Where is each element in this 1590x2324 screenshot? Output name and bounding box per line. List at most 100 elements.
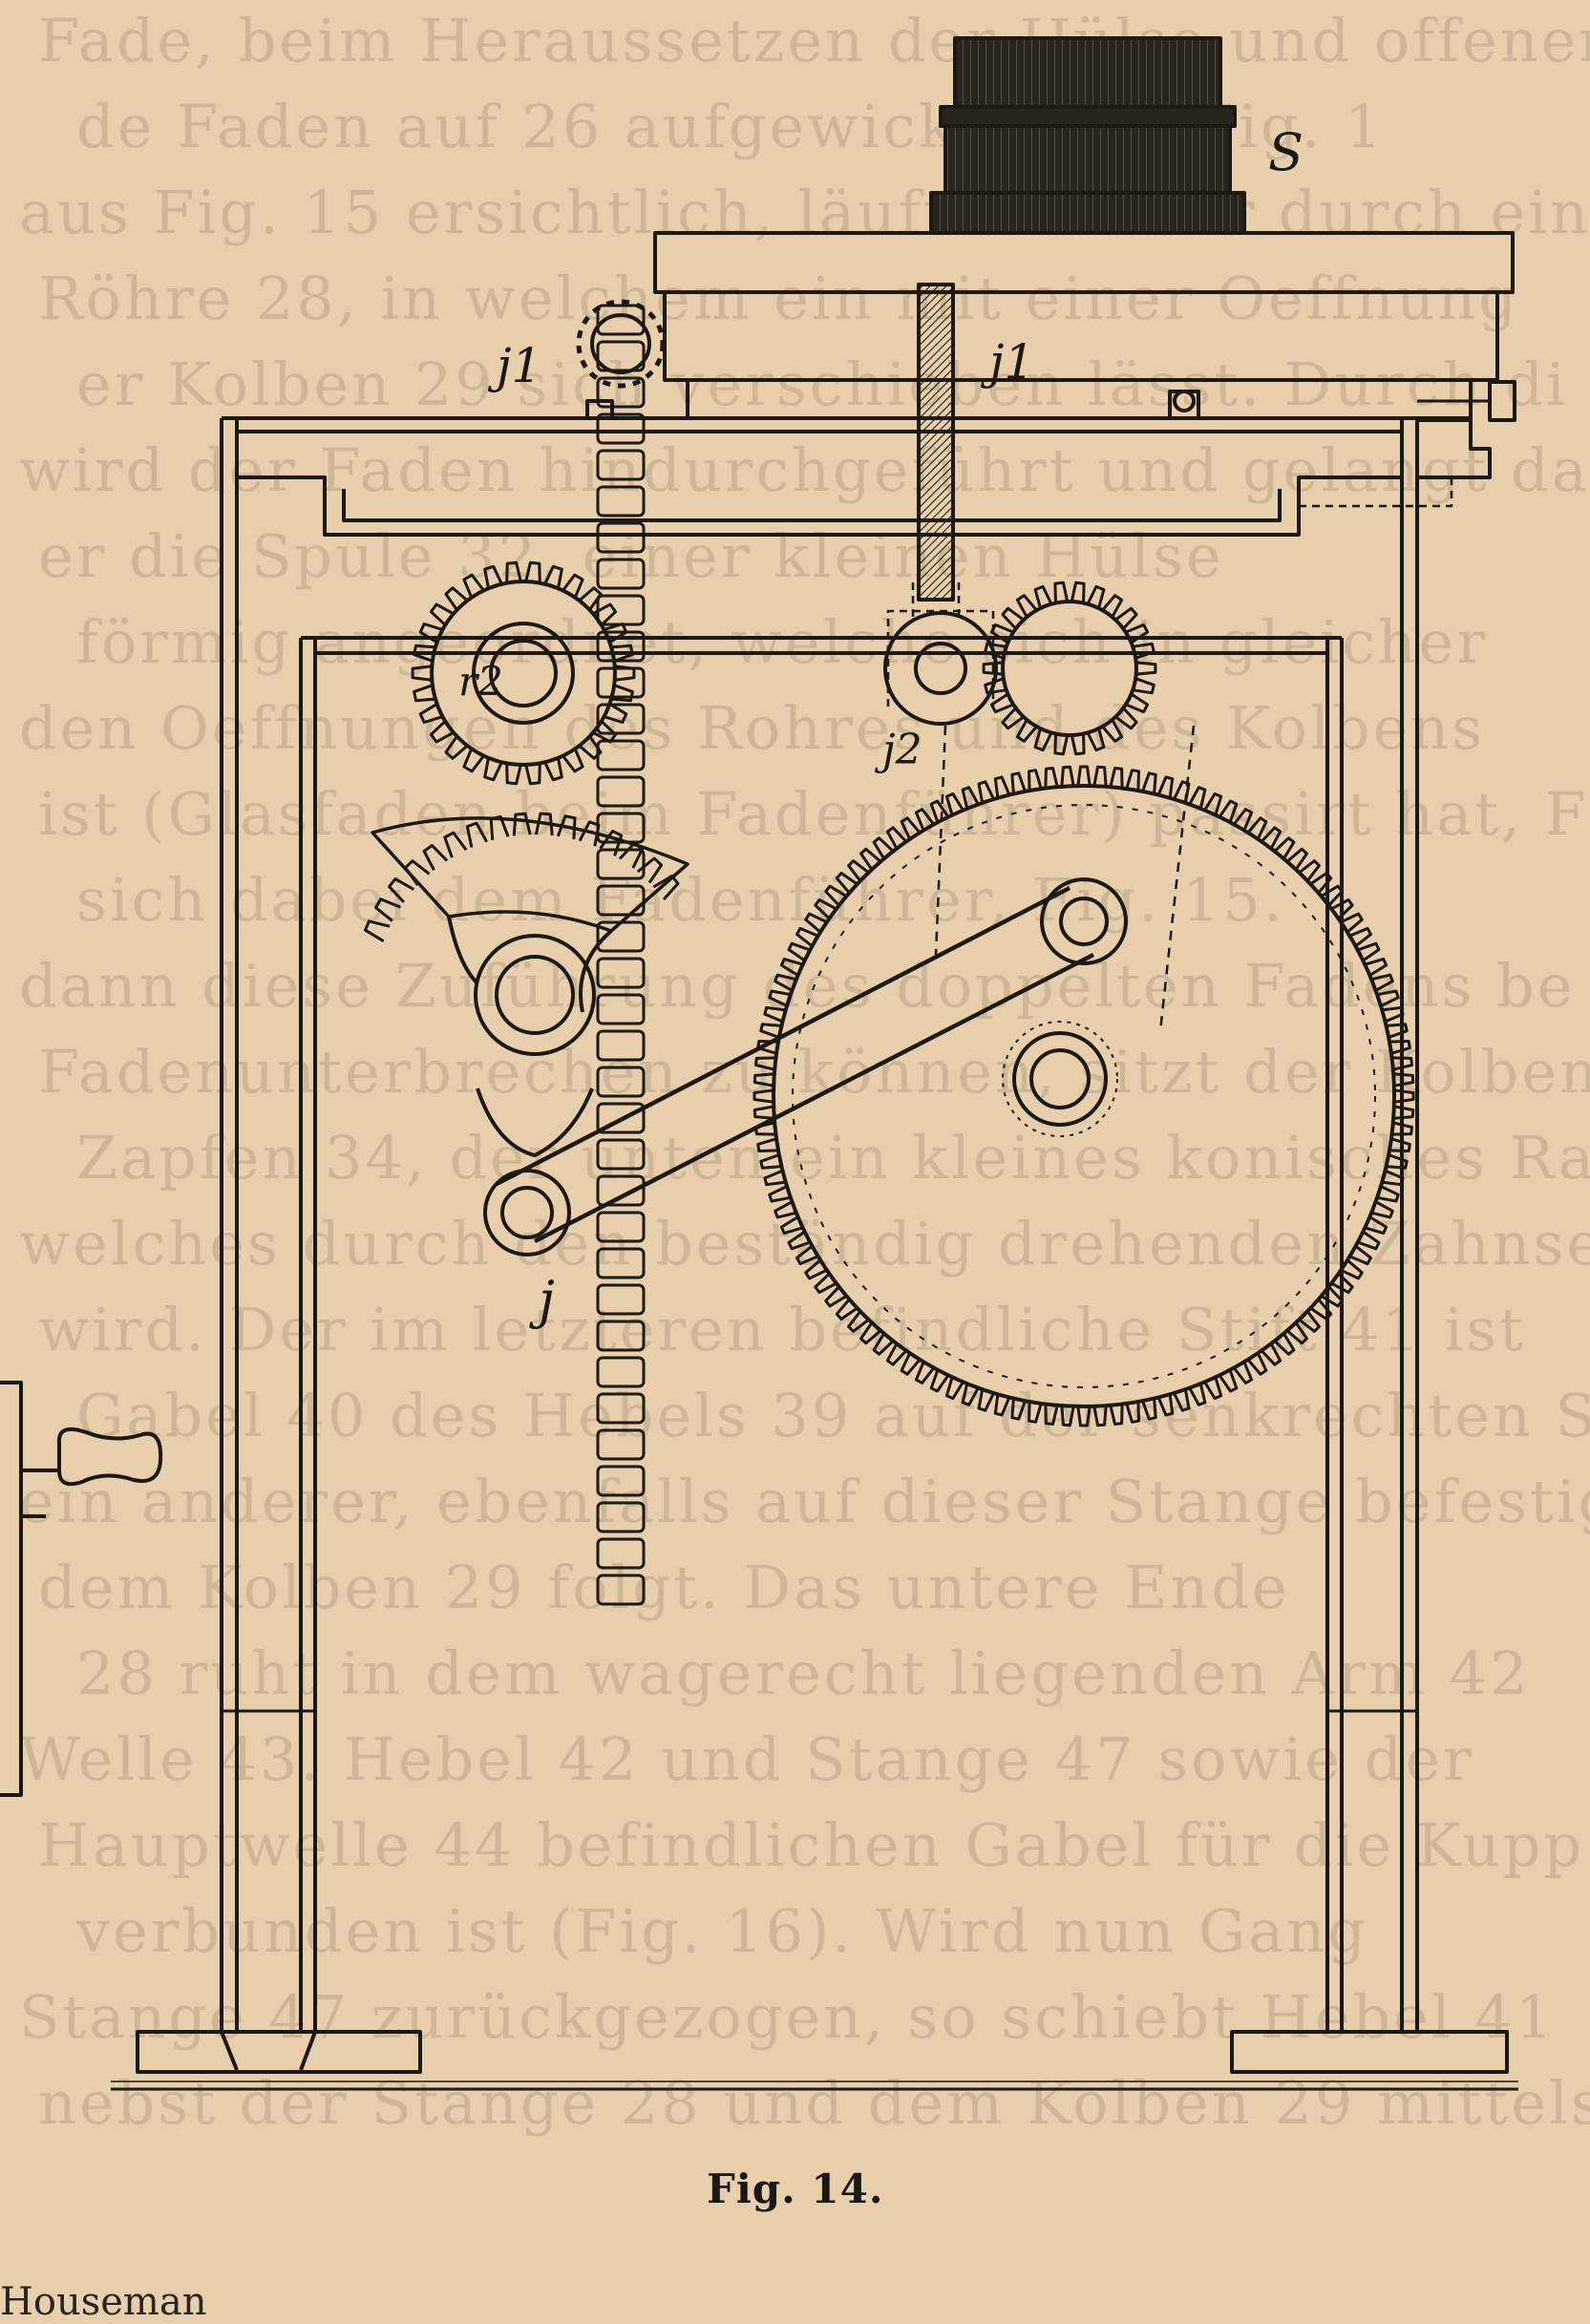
gear-tooth: [1173, 780, 1191, 804]
gear-tooth: [977, 1388, 995, 1412]
connecting-rod: [483, 877, 1128, 1257]
gear-tooth: [534, 812, 554, 836]
gear-tooth: [1260, 1342, 1283, 1366]
gear-tooth: [961, 786, 980, 810]
gear-tooth: [900, 1352, 922, 1376]
gear-tooth: [592, 720, 618, 744]
gear-tooth: [374, 898, 401, 922]
gear-tooth: [982, 661, 1004, 676]
chain-link: [596, 1537, 646, 1570]
gear-tooth: [388, 877, 415, 903]
gear-tooth: [1010, 771, 1027, 794]
chain-link: [596, 1501, 646, 1533]
gear-tooth: [1376, 989, 1400, 1007]
gear-tooth: [1053, 581, 1070, 603]
gear-tooth: [1391, 1121, 1413, 1136]
gear-tooth: [929, 799, 950, 823]
pinion-and-gear: [883, 581, 1157, 756]
chain-link: [596, 1392, 646, 1425]
gear-tooth: [1188, 1383, 1207, 1406]
gear-tooth: [1125, 769, 1140, 792]
machine-frame: [111, 390, 1518, 2091]
gear-tooth: [763, 1005, 786, 1024]
gear-tooth: [1218, 1369, 1239, 1393]
gear-tooth: [900, 816, 922, 840]
gear-tooth: [462, 573, 485, 599]
gear-tooth: [578, 820, 601, 847]
gear-tooth: [1001, 707, 1025, 730]
gear-tooth: [859, 847, 882, 871]
gear-tooth: [524, 560, 541, 583]
gear-tooth: [610, 644, 634, 663]
gear-tooth: [1393, 1072, 1415, 1088]
chain-link: [596, 1138, 646, 1171]
gear-tooth: [753, 1072, 774, 1088]
gear-tooth: [944, 792, 965, 816]
gear-tooth: [753, 1105, 774, 1120]
chain-link: [596, 957, 646, 989]
chain-link: [596, 703, 646, 735]
gear-tooth: [1015, 594, 1038, 618]
chain-link: [596, 1574, 646, 1606]
label-chain-bottom: j: [529, 1270, 555, 1330]
gear-tooth: [1135, 661, 1157, 676]
gear-tooth: [1132, 677, 1155, 695]
gear-tooth: [413, 644, 436, 663]
gear-tooth: [961, 1383, 980, 1406]
gear-tooth: [1393, 1105, 1415, 1120]
gear-tooth: [1203, 1376, 1223, 1401]
gear-tooth: [1101, 719, 1124, 743]
gear-tooth: [364, 919, 391, 942]
gear-tooth: [753, 1088, 774, 1104]
gear-tooth: [462, 748, 485, 773]
gear-tooth: [652, 875, 680, 901]
gear-tooth: [404, 859, 431, 886]
gear-tooth: [465, 821, 489, 848]
gear-tooth: [804, 912, 828, 934]
gear-tooth: [859, 1321, 882, 1345]
gear-tooth: [872, 1332, 895, 1356]
gear-tooth: [1010, 1398, 1027, 1421]
gear-tooth: [418, 703, 443, 724]
chain-link: [596, 340, 646, 372]
top-coil-spool: [929, 36, 1246, 235]
gear-tooth: [824, 884, 848, 907]
gear-tooth: [1246, 816, 1268, 840]
label-upper-left-gear-hub: r2: [458, 658, 503, 705]
gear-tooth: [618, 841, 645, 869]
gear-tooth: [443, 831, 468, 858]
gear-tooth: [543, 757, 563, 782]
gear-tooth: [787, 941, 811, 962]
gear-tooth: [1033, 728, 1053, 752]
chain-link: [596, 775, 646, 808]
upper-carriage: [653, 231, 1515, 420]
gear-tooth: [759, 1023, 782, 1039]
gear-tooth: [754, 1056, 776, 1071]
gear-tooth: [1044, 1404, 1059, 1426]
running-footer-text: Houseman: [0, 2280, 207, 2324]
gear-tooth: [1340, 1258, 1364, 1280]
chain-link: [596, 1174, 646, 1207]
gear-tooth: [1156, 775, 1175, 798]
gear-tooth: [1060, 765, 1075, 787]
gear-tooth: [1391, 1056, 1413, 1071]
gear-tooth: [444, 586, 469, 611]
gear-tooth: [489, 814, 510, 841]
gear-tooth: [1364, 1215, 1389, 1236]
gear-tooth: [1298, 1310, 1321, 1333]
gear-tooth: [1393, 1088, 1415, 1104]
gear-tooth: [1033, 584, 1053, 609]
chain-link: [596, 558, 646, 590]
gear-tooth: [1348, 1244, 1372, 1266]
gear-tooth: [756, 1137, 779, 1152]
gear-tooth: [1320, 1285, 1344, 1308]
large-gear: [753, 725, 1415, 1427]
gear-tooth: [1125, 623, 1150, 644]
gear-tooth: [835, 1298, 859, 1320]
gear-tooth: [1173, 1388, 1191, 1412]
gear-tooth: [1053, 733, 1070, 756]
label-chain-wheel-top: j1: [487, 338, 541, 393]
gear-tooth: [787, 1230, 811, 1251]
